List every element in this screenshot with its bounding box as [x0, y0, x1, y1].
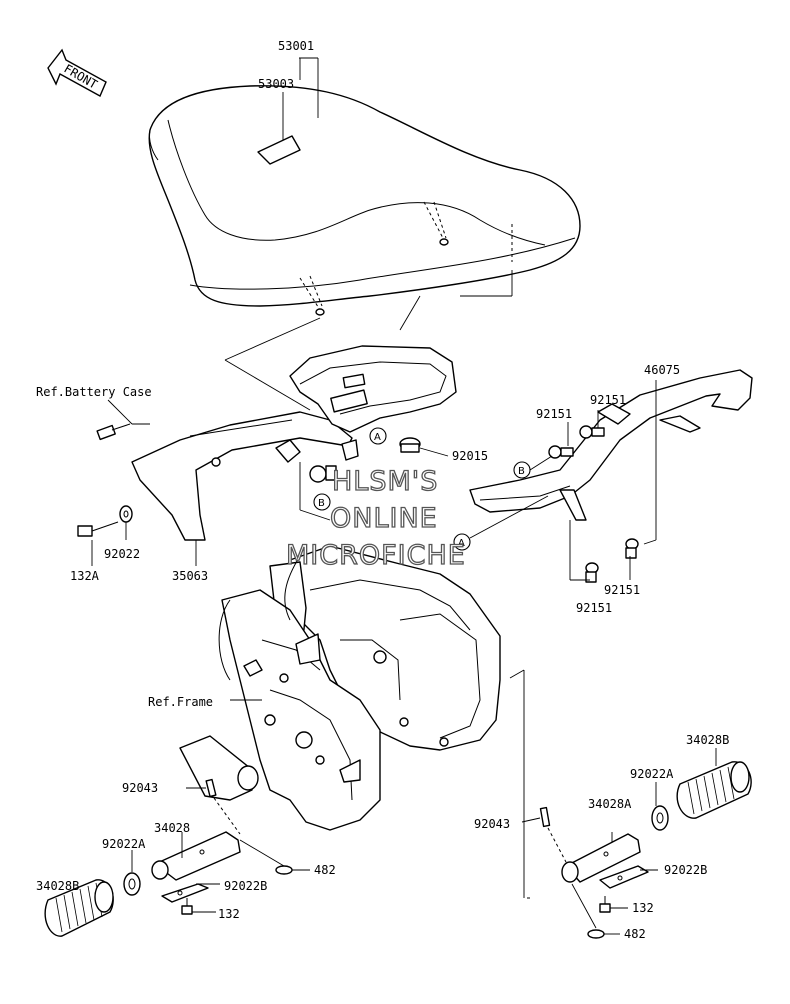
label-92151-c: 92151 — [604, 583, 640, 597]
label-92022A-right: 92022A — [630, 767, 674, 781]
nut-92015 — [399, 437, 421, 453]
label-92022B-left: 92022B — [224, 879, 267, 893]
washer-92022A-right — [651, 805, 669, 831]
grip-34028B-right — [676, 761, 752, 819]
front-arrow-icon: FRONT — [47, 48, 107, 97]
label-46075: 46075 — [644, 363, 680, 377]
label-53001: 53001 — [278, 39, 314, 53]
label-53003: 53003 — [258, 77, 294, 91]
label-92015: 92015 — [452, 449, 488, 463]
label-34028B-left: 34028B — [36, 879, 79, 893]
callout-a-right: A — [453, 533, 471, 551]
bolt-92151-b — [548, 445, 574, 459]
svg-text:B: B — [318, 498, 325, 509]
bolt-132A — [77, 521, 119, 537]
label-132A: 132A — [70, 569, 100, 583]
plate-92022B-left — [161, 883, 209, 903]
label-34028B-right: 34028B — [686, 733, 729, 747]
label-ref-frame: Ref.Frame — [148, 695, 213, 709]
washer-92022 — [119, 505, 133, 523]
seat-53001 — [148, 85, 581, 316]
label-34028: 34028 — [154, 821, 190, 835]
bolt-92151-d — [625, 538, 639, 559]
frame — [179, 545, 501, 831]
callout-b-left: B — [313, 493, 331, 511]
cotter-482-left — [275, 865, 293, 875]
watermark-line-2: ONLINE — [330, 503, 438, 534]
label-92151-b: 92151 — [536, 407, 572, 421]
svg-text:B: B — [518, 466, 525, 477]
label-92022: 92022 — [104, 547, 140, 561]
grip-34028B-left — [44, 879, 114, 937]
washer-92022A-left — [123, 872, 141, 896]
label-92022A-left: 92022A — [102, 837, 146, 851]
seat-bracket-35063 — [131, 345, 457, 541]
label-132-right: 132 — [632, 901, 654, 915]
bolt-92151-c — [585, 562, 599, 583]
label-ref-battery-case: Ref.Battery Case — [36, 385, 152, 399]
callout-a-top: A — [369, 427, 387, 445]
plate-92022B-right — [599, 865, 649, 889]
bolt-132-right — [599, 896, 611, 913]
watermark-line-3: MICROFICHE — [286, 540, 466, 571]
label-482-right: 482 — [624, 927, 646, 941]
label-34028A: 34028A — [588, 797, 632, 811]
label-92151-a: 92151 — [590, 393, 626, 407]
bolt-rear — [309, 465, 337, 483]
label-92022B-right: 92022B — [664, 863, 707, 877]
bolt-92151-a — [579, 425, 605, 439]
label-35063: 35063 — [172, 569, 208, 583]
footpeg-34028 — [151, 831, 241, 881]
label-92151-d: 92151 — [576, 601, 612, 615]
pin-92043-right — [539, 806, 551, 828]
grab-rail-46075 — [469, 369, 753, 521]
front-arrow-label: FRONT — [62, 61, 100, 91]
label-92043-left: 92043 — [122, 781, 158, 795]
watermark-line-1: HLSM'S — [332, 466, 438, 497]
label-92043-right: 92043 — [474, 817, 510, 831]
svg-text:A: A — [374, 432, 381, 443]
bolt-132-left — [181, 898, 193, 915]
callout-b-right: B — [513, 461, 531, 479]
label-482-left: 482 — [314, 863, 336, 877]
svg-text:A: A — [458, 538, 465, 549]
footpeg-34028A — [561, 833, 641, 883]
pin-92043-left — [205, 778, 217, 798]
label-132-left: 132 — [218, 907, 240, 921]
cotter-482-right — [587, 929, 605, 939]
bolt-ref-battery — [96, 423, 131, 441]
